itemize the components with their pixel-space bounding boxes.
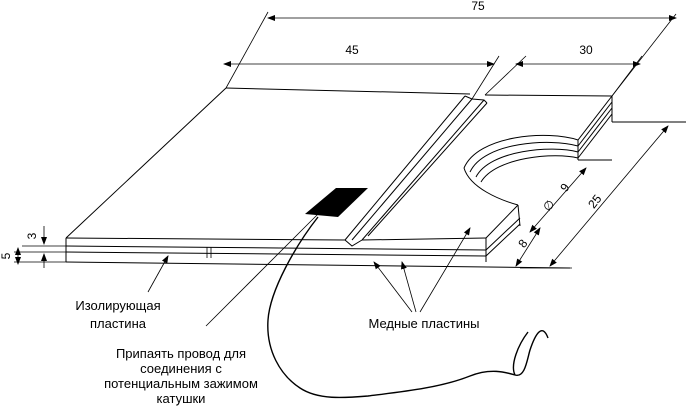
leader-copper-right [419, 227, 471, 313]
dim-30-ext-right [611, 55, 643, 97]
leader-insulating [147, 255, 169, 293]
dim-thickness-total: 5 [0, 252, 13, 259]
top-face-back-edge [225, 87, 471, 95]
hole-arc-lower [463, 167, 519, 206]
dim-hole-prefix: ∅ [540, 197, 557, 214]
label-insulating-line2: пластина [90, 316, 147, 331]
front-edge-top-right [361, 237, 487, 241]
dim-25-line [549, 125, 669, 267]
dim-right-length: 30 [579, 43, 593, 57]
solder-note-line4: катушки [156, 391, 206, 406]
solder-note-line2: соединения с [140, 361, 222, 376]
dim-total-length: 75 [471, 0, 485, 13]
front-edge-bottom [65, 261, 571, 269]
dim-45-ext-right [471, 55, 500, 100]
slot-right-edge [361, 99, 485, 241]
front-edge-top [65, 237, 346, 241]
slot-top-cap [464, 95, 488, 104]
leader-copper-left [373, 261, 413, 313]
front-edge-mark [206, 247, 212, 258]
slot-right-edge-inner [367, 102, 488, 237]
dim-30-ext-left [484, 55, 527, 96]
label-insulating-line1: Изолирующая [75, 298, 160, 313]
slot-left-edge [344, 95, 466, 241]
dim-75-ext-left [225, 11, 269, 89]
right-step-2 [577, 107, 613, 153]
front-right-riser [517, 204, 521, 227]
right-step-1 [577, 101, 613, 147]
front-right-slope [485, 204, 519, 239]
dim-right-height: 8 [515, 236, 530, 250]
dim-width: 25 [585, 192, 604, 211]
dim-thickness-top: 3 [25, 232, 39, 239]
label-copper-plates: Медные пластины [369, 316, 480, 331]
solder-note-line1: Припаять провод для [115, 346, 247, 361]
dim-8-line [515, 227, 541, 267]
solder-assembly [267, 188, 549, 399]
solder-note: Припаять провод для соединения с потенци… [96, 346, 266, 406]
slot-left-edge-inner [351, 98, 473, 241]
dimension-lines [14, 11, 677, 269]
dim-hole-diameter: 9 [557, 180, 572, 194]
right-top-edge [577, 95, 613, 141]
leader-solder [205, 213, 319, 327]
front-edge-layer1 [65, 245, 487, 251]
solder-note-line3: потенциальным зажимом [104, 376, 258, 391]
solder-pad [305, 188, 368, 217]
dim-9-line [529, 167, 587, 233]
slot-bottom-cap [344, 239, 363, 247]
back-edge-right [484, 94, 613, 97]
wire [267, 216, 549, 399]
top-face-left-edge [65, 87, 227, 239]
dim-left-length: 45 [345, 43, 359, 57]
front-right-slope-3 [485, 223, 521, 257]
front-edge-layer2 [65, 251, 487, 257]
front-right-slope-2 [485, 217, 521, 251]
leader-copper-mid [400, 261, 417, 313]
hole-arc-2 [475, 148, 579, 178]
plate-body [65, 87, 686, 269]
leader-lines [147, 213, 471, 327]
right-step-3 [577, 113, 613, 159]
